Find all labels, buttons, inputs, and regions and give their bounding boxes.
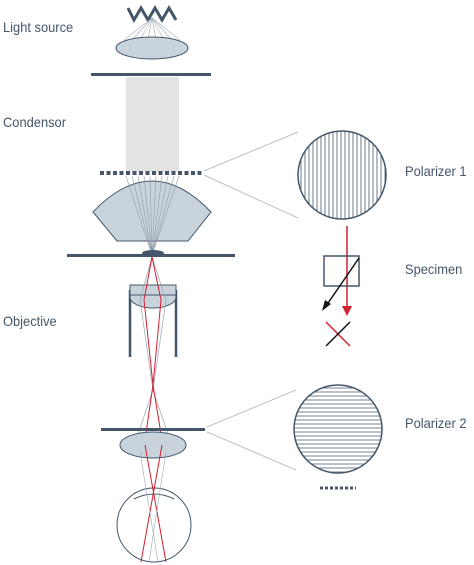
label-condensor: Condensor xyxy=(3,114,67,130)
specimen-detail xyxy=(322,226,360,347)
collector-lens xyxy=(115,36,189,60)
eye-red-rays xyxy=(140,444,167,563)
condensor-lens xyxy=(92,180,212,242)
light-source-rays xyxy=(123,17,181,41)
polarizer-2-callout-lines xyxy=(206,389,297,471)
condensor-converging-rays xyxy=(125,175,180,256)
eyepiece-lens xyxy=(119,431,187,459)
polarizer-2-element xyxy=(101,428,205,431)
polarizer-1-callout-lines xyxy=(203,131,299,219)
objective-barrel xyxy=(128,290,178,357)
field-diaphragm-plate xyxy=(91,73,211,76)
label-light-source: Light source xyxy=(3,19,74,35)
objective-lens xyxy=(129,284,177,309)
label-specimen: Specimen xyxy=(405,261,463,277)
light-beam xyxy=(126,77,179,172)
polarizer-2-detail xyxy=(293,384,383,474)
label-polarizer-2: Polarizer 2 xyxy=(405,415,467,431)
light-source-filament-icon xyxy=(126,5,178,24)
eye-gray-rays xyxy=(139,451,167,563)
polarizer-1-detail xyxy=(297,130,387,220)
specimen-sample xyxy=(142,250,164,256)
label-polarizer-1: Polarizer 1 xyxy=(405,163,467,179)
eye-icon xyxy=(116,487,192,563)
objective-gray-rays xyxy=(135,256,171,441)
label-objective: Objective xyxy=(3,313,57,329)
